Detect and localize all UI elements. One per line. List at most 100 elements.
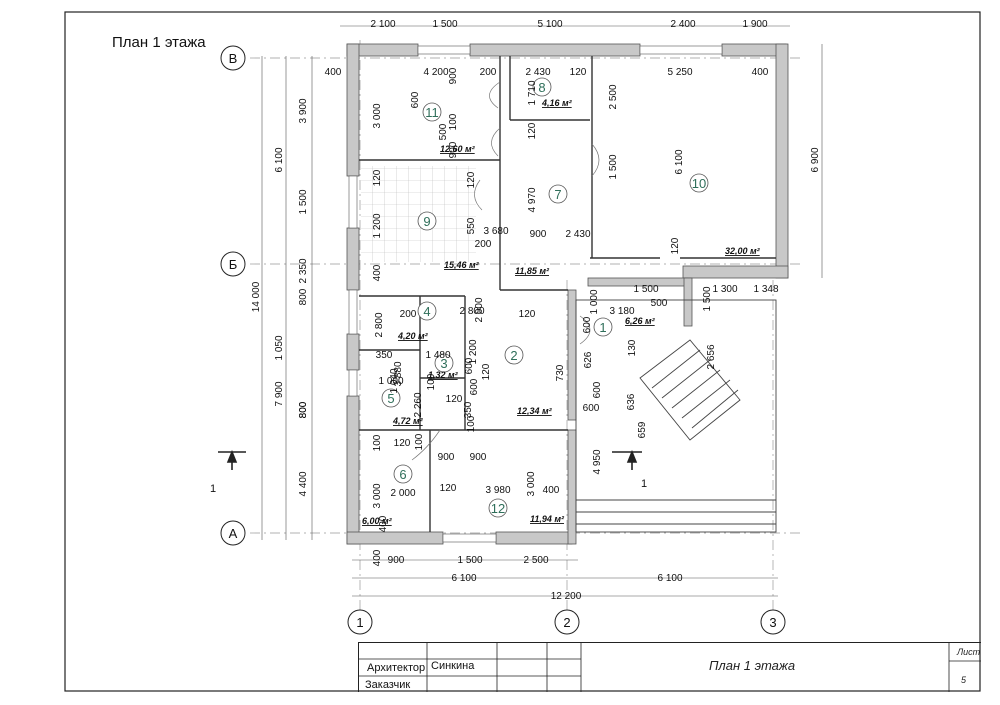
room-6: 66,00 м² bbox=[362, 464, 413, 526]
dim-label-internal: 1 500 bbox=[633, 284, 658, 295]
dim-label-internal: 1 200 bbox=[468, 339, 479, 364]
dimension-lines bbox=[261, 25, 823, 597]
svg-text:15,46 м²: 15,46 м² bbox=[444, 260, 480, 270]
dim-label: 6 900 bbox=[810, 147, 821, 172]
dim-label-internal: 730 bbox=[555, 364, 566, 381]
dim-label: 14 000 bbox=[251, 281, 262, 312]
dim-label-internal: 1 710 bbox=[527, 80, 538, 105]
dim-label-internal: 1 000 bbox=[589, 289, 600, 314]
dim-label-internal: 2 000 bbox=[390, 488, 415, 499]
dim-label-internal: 120 bbox=[519, 309, 536, 320]
dim-label-internal: 120 bbox=[670, 237, 681, 254]
dim-label-internal: 900 bbox=[448, 67, 459, 84]
dim-label-internal: 120 bbox=[446, 394, 463, 405]
dim-label-internal: 350 bbox=[463, 401, 474, 418]
dim-label-internal: 3 180 bbox=[609, 306, 634, 317]
porch-stairs bbox=[575, 299, 777, 533]
dim-label-internal: 1 500 bbox=[702, 286, 713, 311]
axis-lines bbox=[250, 40, 800, 615]
dim-label: 1 500 bbox=[432, 19, 457, 30]
svg-text:6: 6 bbox=[399, 467, 406, 482]
customer-label: Заказчик bbox=[365, 679, 411, 691]
dim-label-internal: 400 bbox=[325, 67, 342, 78]
dim-label: 6 100 bbox=[657, 573, 682, 584]
dim-label-internal: 120 bbox=[372, 169, 383, 186]
svg-text:11,85 м²: 11,85 м² bbox=[515, 266, 550, 276]
dim-label-internal: 2 500 bbox=[608, 84, 619, 109]
dim-label-internal: 400 bbox=[372, 264, 383, 281]
dim-label-internal: 900 bbox=[470, 452, 487, 463]
svg-text:12,34 м²: 12,34 м² bbox=[517, 406, 553, 416]
dim-label: 1 050 bbox=[274, 335, 285, 360]
svg-text:32,00 м²: 32,00 м² bbox=[725, 246, 761, 256]
stamp-title: План 1 этажа bbox=[709, 658, 796, 673]
dim-label-internal: 120 bbox=[527, 122, 538, 139]
dim-label: 7 900 bbox=[274, 381, 285, 406]
room-9-floor bbox=[361, 166, 476, 262]
dim-label-internal: 3 000 bbox=[372, 483, 383, 508]
svg-text:В: В bbox=[229, 51, 238, 66]
svg-text:10: 10 bbox=[692, 176, 706, 191]
dim-label: 2 350 bbox=[298, 258, 309, 283]
dim-label-internal: 120 bbox=[440, 483, 457, 494]
dim-label: 400 bbox=[372, 549, 383, 566]
dim-label: 800 bbox=[298, 288, 309, 305]
dim-label: 1 500 bbox=[457, 555, 482, 566]
dim-label: 2 400 bbox=[670, 19, 695, 30]
sheet-label: Лист bbox=[957, 647, 981, 657]
dim-label-internal: 500 bbox=[651, 298, 668, 309]
dim-label-internal: 1 040 bbox=[389, 368, 400, 393]
dim-label-internal: 600 bbox=[583, 403, 600, 414]
room-9: 915,46 м² bbox=[417, 211, 480, 270]
dim-label-internal: 100 bbox=[426, 373, 437, 390]
dim-label-internal: 500 bbox=[438, 123, 449, 140]
sheet-number: 5 bbox=[961, 675, 967, 685]
axis-marker-col-2: 3 bbox=[760, 609, 786, 635]
dim-label-internal: 600 bbox=[410, 91, 421, 108]
svg-text:7: 7 bbox=[554, 187, 561, 202]
dim-label-internal: 120 bbox=[481, 363, 492, 380]
axis-marker-row-0: В bbox=[220, 45, 246, 71]
dim-label-internal: 800 bbox=[298, 401, 309, 418]
dim-label-internal: 659 bbox=[637, 421, 648, 438]
dim-label: 12 200 bbox=[551, 591, 582, 602]
dim-label-internal: 600 bbox=[592, 381, 603, 398]
axis-marker-row-2: А bbox=[220, 520, 246, 546]
dim-label-internal: 600 bbox=[469, 378, 480, 395]
dim-label-internal: 2 430 bbox=[565, 229, 590, 240]
section-marks bbox=[218, 449, 642, 470]
dim-label-internal: 400 bbox=[543, 485, 560, 496]
svg-text:1: 1 bbox=[599, 320, 606, 335]
svg-text:4: 4 bbox=[423, 304, 430, 319]
dim-label-internal: 5 250 bbox=[667, 67, 692, 78]
dim-label-internal: 2 430 bbox=[525, 67, 550, 78]
dim-label-internal: 4 200 bbox=[423, 67, 448, 78]
axis-marker-col-1: 2 bbox=[554, 609, 580, 635]
svg-text:11,94 м²: 11,94 м² bbox=[530, 514, 565, 524]
svg-text:2: 2 bbox=[563, 615, 570, 630]
dim-label: 400 bbox=[378, 515, 389, 532]
dim-label-internal: 1 200 bbox=[372, 213, 383, 238]
svg-text:4,72 м²: 4,72 м² bbox=[392, 416, 424, 426]
section-label-left: 1 bbox=[210, 483, 216, 495]
dim-label: 1 900 bbox=[742, 19, 767, 30]
dim-label-internal: 2 000 bbox=[474, 297, 485, 322]
dim-label-internal: 636 bbox=[626, 393, 637, 410]
svg-text:6,26 м²: 6,26 м² bbox=[625, 316, 656, 326]
dim-label: 6 100 bbox=[451, 573, 476, 584]
dim-label-internal: 2 800 bbox=[459, 306, 484, 317]
axis-marker-col-0: 1 bbox=[347, 609, 373, 635]
svg-text:11: 11 bbox=[425, 105, 439, 120]
svg-text:4,16 м²: 4,16 м² bbox=[541, 98, 573, 108]
dim-label: 2 500 bbox=[523, 555, 548, 566]
section-label-right: 1 bbox=[641, 478, 647, 490]
dim-label-internal: 3 680 bbox=[483, 226, 508, 237]
svg-text:3: 3 bbox=[440, 356, 447, 371]
dim-label-internal: 626 bbox=[583, 351, 594, 368]
dim-label-internal: 4 950 bbox=[592, 449, 603, 474]
